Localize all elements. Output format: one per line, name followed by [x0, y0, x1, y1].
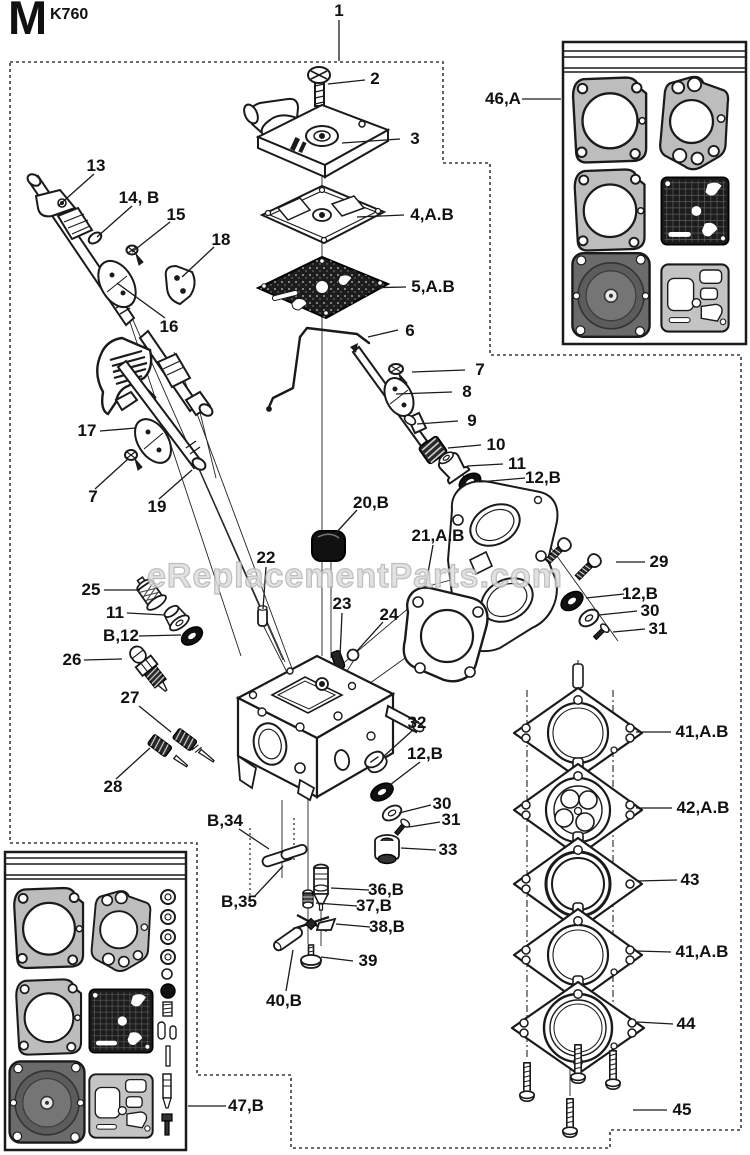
callout-44: 44	[676, 1014, 696, 1033]
callout-30-right: 30	[640, 601, 660, 620]
callout-12b-2: 12,B	[622, 584, 658, 603]
callout-42ab: 42,A.B	[676, 798, 730, 817]
callout-21ab: 21,A.B	[411, 526, 465, 545]
callout-12b-3: 12,B	[407, 744, 443, 763]
callout-20b: 20,B	[353, 493, 389, 512]
callout-6: 6	[405, 321, 415, 340]
callout-32: 32	[407, 713, 427, 732]
callout-11-left: 11	[106, 603, 124, 622]
callout-12b-1: 12,B	[525, 468, 561, 487]
callout-39: 39	[358, 951, 378, 970]
callout-27: 27	[120, 688, 140, 707]
left-fuel-parts	[129, 575, 215, 768]
callout-b35: B,35	[221, 892, 257, 911]
leader-lines	[57, 20, 678, 1111]
callout-31-right: 31	[648, 619, 668, 638]
callout-8: 8	[462, 382, 472, 401]
flange-screws-29	[544, 537, 610, 641]
callout-37b: 37,B	[356, 896, 392, 915]
callout-28: 28	[103, 777, 123, 796]
callout-9: 9	[467, 411, 477, 430]
callout-31-body: 31	[441, 810, 461, 829]
top-cover-assembly	[243, 66, 391, 412]
callout-4ab: 4,A.B	[410, 205, 454, 224]
flange-and-gasket-21	[402, 480, 559, 683]
screw-45-a	[519, 1061, 535, 1103]
diaphragm-5	[255, 255, 391, 320]
callout-19: 19	[147, 497, 167, 516]
callout-25: 25	[81, 580, 101, 599]
callout-30-body: 30	[432, 794, 452, 813]
callout-18: 18	[211, 230, 231, 249]
callout-16: 16	[159, 317, 179, 336]
right-shaft-assembly	[350, 343, 482, 492]
callout-15: 15	[166, 205, 186, 224]
screw-45-c	[605, 1049, 621, 1091]
callout-41ab-2: 41,A.B	[675, 942, 729, 961]
gasket-stack	[510, 663, 646, 1139]
callout-33: 33	[438, 840, 458, 859]
callout-13: 13	[86, 156, 106, 175]
gasket-42	[512, 762, 644, 858]
callout-1: 1	[334, 1, 344, 20]
callout-11-right: 11	[508, 454, 526, 473]
callout-41ab-1: 41,A.B	[675, 722, 729, 741]
screw-45-b	[562, 1097, 578, 1139]
callout-47b: 47,B	[228, 1096, 264, 1115]
callout-40b: 40,B	[266, 991, 302, 1010]
callout-43: 43	[680, 870, 700, 889]
callout-2: 2	[370, 69, 380, 88]
callout-3: 3	[410, 129, 420, 148]
dashed-border	[9, 61, 742, 1149]
gasket-41-bottom	[512, 907, 644, 1003]
callout-5ab: 5,A.B	[411, 277, 455, 296]
carburetor-body	[235, 654, 425, 802]
section-letter: M	[8, 0, 48, 44]
callout-7-right: 7	[475, 360, 485, 379]
callout-22: 22	[256, 548, 276, 567]
callout-26: 26	[62, 650, 82, 669]
gasket-43	[512, 836, 644, 932]
callout-17: 17	[77, 421, 97, 440]
callout-10: 10	[486, 435, 506, 454]
lower-metering-parts	[261, 750, 411, 969]
callout-b34: B,34	[207, 811, 243, 830]
callout-45: 45	[672, 1100, 692, 1119]
gasket-kit-46a	[561, 40, 748, 346]
callout-b12: B,12	[103, 626, 139, 645]
callout-36b: 36,B	[368, 880, 404, 899]
callout-38b: 38,B	[369, 917, 405, 936]
repair-kit-47b	[3, 850, 188, 1152]
callout-29: 29	[649, 552, 669, 571]
callout-46a: 46,A	[485, 89, 521, 108]
callout-7-left: 7	[88, 487, 98, 506]
callout-23: 23	[332, 594, 352, 613]
left-shaft-assemblies	[26, 173, 214, 471]
callout-14b: 14, B	[118, 188, 160, 207]
model-number: K760	[50, 6, 89, 23]
callout-24: 24	[379, 605, 399, 624]
